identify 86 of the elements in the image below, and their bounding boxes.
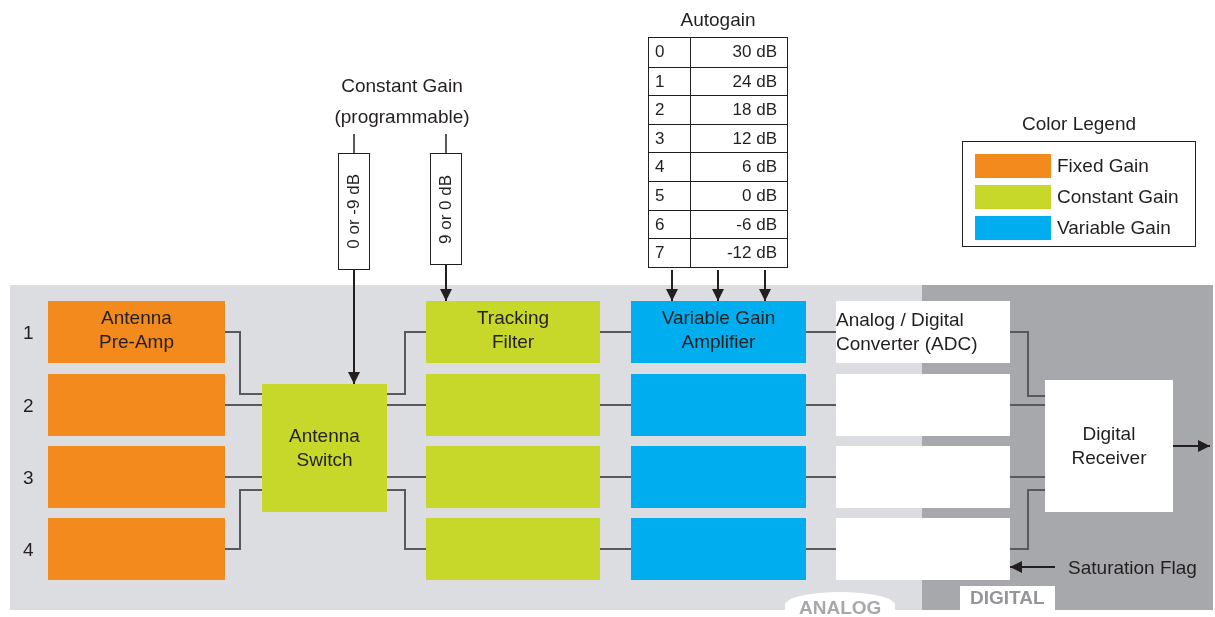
connector-line — [805, 548, 837, 550]
node-label: 0 or -9 dB — [343, 174, 365, 249]
node-label: Antenna Switch — [288, 424, 361, 472]
connector-line — [1009, 489, 1046, 550]
arrow — [759, 269, 771, 302]
table-cell: 5 — [649, 180, 691, 210]
table-cell: 24 dB — [691, 66, 787, 96]
arrow — [440, 264, 452, 302]
pre-amp-box — [48, 374, 225, 436]
table-cell: 2 — [649, 95, 691, 124]
amplifier-box — [631, 518, 806, 580]
table-cell: -12 dB — [691, 238, 787, 267]
filter-box — [426, 446, 600, 508]
pre-amp-box — [48, 446, 225, 508]
gain-setting-box — [430, 153, 462, 265]
table-cell: 0 — [649, 38, 691, 67]
amplifier-box — [631, 301, 806, 363]
legend-text: Fixed Gain — [1057, 153, 1149, 178]
connector-line — [1009, 404, 1046, 406]
connector-line — [224, 476, 263, 478]
arrow — [1172, 440, 1211, 452]
legend-text: Variable Gain — [1057, 215, 1171, 240]
connector-line — [1009, 331, 1046, 397]
filter-box — [426, 518, 600, 580]
connector-line — [805, 476, 837, 478]
connector-line — [224, 331, 263, 395]
connector-line — [386, 476, 427, 478]
amplifier-box — [631, 446, 806, 508]
filter-box — [426, 301, 600, 363]
connector-line — [599, 476, 632, 478]
pre-amp-box — [48, 518, 225, 580]
legend-title: Color Legend — [1020, 112, 1138, 136]
connector-line — [386, 404, 427, 406]
node-label: Saturation Flag — [1068, 556, 1197, 580]
row-number: 4 — [23, 538, 34, 562]
table-cell-text: 30 dB — [731, 41, 778, 63]
arrow — [1009, 561, 1056, 573]
converter-box — [836, 446, 1010, 508]
row-number: 3 — [23, 466, 34, 490]
row-number: 2 — [23, 394, 34, 418]
node-label: Digital Receiver — [1070, 422, 1148, 470]
converter-box — [836, 518, 1010, 580]
arrow — [712, 269, 724, 302]
converter-box — [836, 301, 1010, 363]
region-tab: DIGITAL — [960, 586, 1055, 610]
amplifier-box — [631, 374, 806, 436]
node-label: Constant Gain (programmable) — [333, 74, 471, 129]
connector-line — [386, 331, 427, 395]
connector-line — [353, 133, 355, 154]
connector-line — [599, 331, 632, 333]
node-label: Tracking Filter — [475, 306, 551, 354]
table-cell: 18 dB — [691, 95, 787, 124]
table-cell: 12 dB — [691, 123, 787, 153]
table-cell: 7 — [649, 238, 691, 267]
connector-line — [224, 489, 263, 550]
filter-box — [426, 374, 600, 436]
arrow — [666, 269, 678, 302]
gain-setting-box — [338, 153, 370, 270]
connector-line — [599, 404, 632, 406]
converter-box — [836, 374, 1010, 436]
table-heading: Autogain — [680, 8, 756, 32]
region-tab: ANALOG — [785, 592, 896, 617]
node-label: Antenna Pre-Amp — [98, 306, 175, 354]
pre-amp-box — [48, 301, 225, 363]
node-label: 9 or 0 dB — [435, 174, 457, 244]
connector-line — [805, 404, 837, 406]
connector-line — [224, 404, 263, 406]
arrow — [348, 269, 360, 385]
table-cell: 0 dB — [691, 180, 787, 210]
connector-line — [805, 331, 837, 333]
table-cell: 6 — [649, 209, 691, 239]
node-label: Analog / Digital Converter (ADC) — [836, 308, 979, 356]
connector-line — [599, 548, 632, 550]
connector-line — [1009, 476, 1046, 478]
connector-line — [445, 133, 447, 154]
table-cell: 3 — [649, 123, 691, 153]
table-cell: 6 dB — [691, 152, 787, 181]
table-cell: 4 — [649, 152, 691, 181]
connector-line — [386, 489, 427, 550]
switch-box — [262, 384, 387, 512]
legend-text: Constant Gain — [1057, 184, 1179, 209]
receiver-box — [1045, 380, 1173, 512]
row-number: 1 — [23, 321, 34, 345]
node-label: Variable Gain Amplifier — [660, 306, 777, 354]
table-cell: 1 — [649, 66, 691, 96]
table-cell: -6 dB — [691, 209, 787, 239]
